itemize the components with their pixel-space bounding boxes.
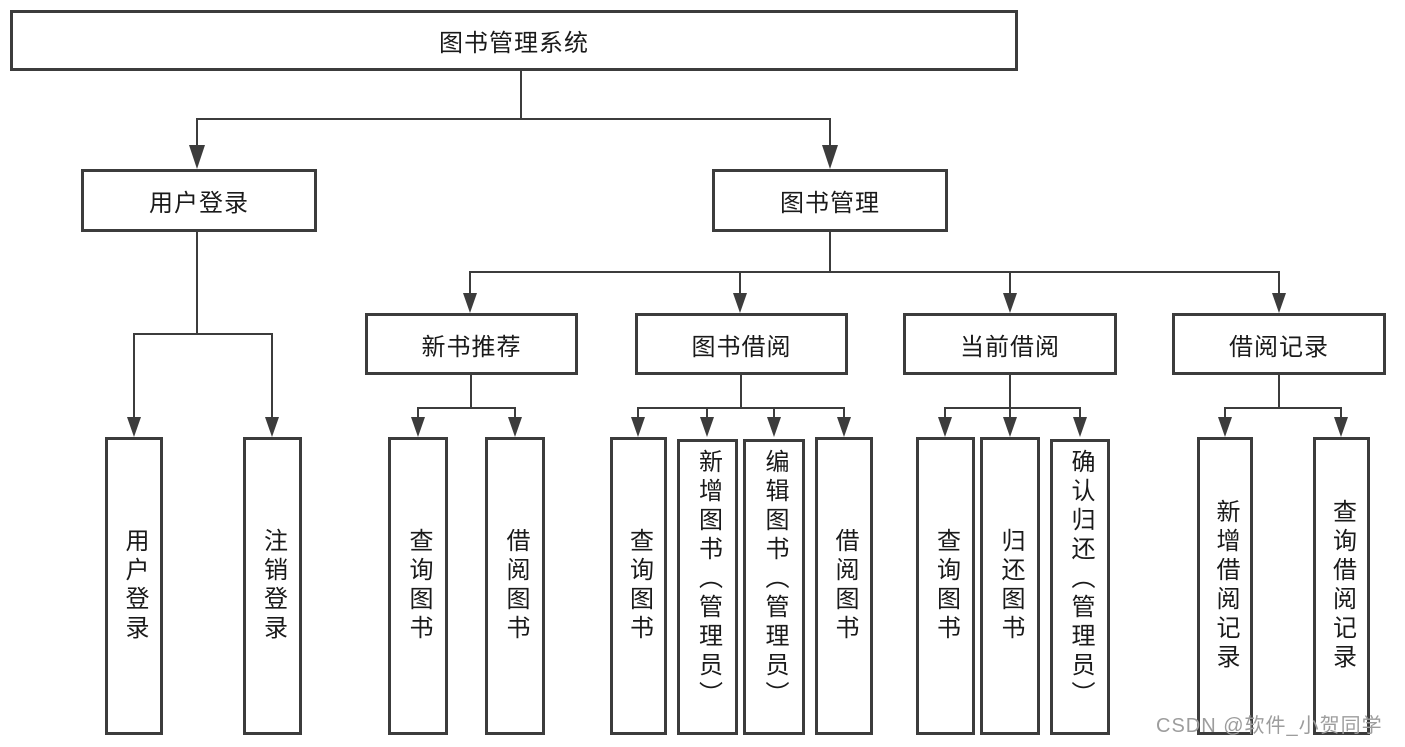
connector (514, 407, 516, 419)
leaf-label: 查询图书 (625, 528, 653, 644)
node-library-system: 图书管理系统 (10, 10, 1018, 71)
leaf-label: 编辑图书（管理员） (761, 449, 788, 710)
connector (1224, 407, 1226, 419)
watermark: CSDN @软件_小贺同学 (1156, 715, 1383, 737)
node-user-login: 用户登录 (81, 169, 317, 232)
leaf-confirm-return-admin: 确认归还（管理员） (1050, 439, 1110, 735)
connector (469, 271, 471, 293)
leaf-query-books-borrowing: 查询图书 (610, 437, 667, 735)
leaf-borrow-books-recommend: 借阅图书 (485, 437, 545, 735)
connector (739, 271, 741, 293)
node-label: 当前借阅 (960, 333, 1060, 361)
leaf-user-login: 用户登录 (105, 437, 163, 735)
connector (637, 407, 845, 409)
connector (1009, 407, 1011, 419)
connector (1278, 271, 1280, 293)
leaf-edit-books-admin: 编辑图书（管理员） (743, 439, 805, 735)
leaf-query-books-current: 查询图书 (916, 437, 975, 735)
node-label: 图书借阅 (691, 333, 792, 361)
connector (417, 407, 516, 409)
arrowhead (631, 417, 645, 437)
connector (1009, 374, 1011, 407)
connector (706, 407, 708, 419)
arrowhead (938, 417, 952, 437)
connector (637, 407, 639, 419)
arrowhead (265, 417, 279, 437)
connector (271, 333, 273, 417)
node-borrowing-records: 借阅记录 (1172, 313, 1386, 375)
leaf-label: 确认归还（管理员） (1067, 449, 1094, 710)
node-label: 新书推荐 (421, 333, 522, 361)
connector (1224, 407, 1342, 409)
leaf-label: 注销登录 (259, 528, 287, 644)
leaf-label: 借阅图书 (502, 528, 529, 644)
node-label: 用户登录 (149, 190, 249, 217)
arrowhead (127, 417, 141, 437)
connector (417, 407, 419, 419)
leaf-query-borrow-record: 查询借阅记录 (1313, 437, 1370, 735)
connector (1278, 374, 1280, 407)
arrowhead (1334, 417, 1348, 437)
leaf-label: 查询借阅记录 (1328, 499, 1356, 673)
leaf-label: 查询图书 (405, 528, 432, 644)
node-label: 图书管理系统 (439, 30, 589, 57)
leaf-return-books: 归还图书 (980, 437, 1040, 735)
connector (944, 407, 1081, 409)
arrowhead (463, 293, 477, 313)
connector (843, 407, 845, 419)
connector (470, 374, 472, 407)
connector (1009, 271, 1011, 293)
connector (196, 118, 198, 148)
connector (196, 118, 831, 120)
node-book-borrowing: 图书借阅 (635, 313, 848, 375)
connector (469, 271, 1280, 273)
connector (1340, 407, 1342, 419)
arrowhead (411, 417, 425, 437)
connector (133, 333, 135, 417)
arrowhead (1003, 293, 1017, 313)
arrowhead (1073, 417, 1087, 437)
arrowhead (1272, 293, 1286, 313)
leaf-query-books-recommend: 查询图书 (388, 437, 448, 735)
connector (773, 407, 775, 419)
node-new-book-recommendation: 新书推荐 (365, 313, 578, 375)
leaf-label: 新增借阅记录 (1212, 499, 1239, 673)
arrowhead (1003, 417, 1017, 437)
leaf-label: 归还图书 (997, 528, 1024, 644)
leaf-label: 新增图书（管理员） (694, 449, 722, 710)
node-current-borrowing: 当前借阅 (903, 313, 1117, 375)
connector (1079, 407, 1081, 419)
arrowhead (700, 417, 714, 437)
leaf-label: 查询图书 (932, 528, 960, 644)
arrowhead (837, 417, 851, 437)
arrowhead (733, 293, 747, 313)
connector (520, 71, 522, 118)
connector (829, 118, 831, 148)
arrowhead (822, 145, 838, 169)
leaf-label: 借阅图书 (831, 528, 858, 644)
connector (740, 374, 742, 407)
leaf-label: 用户登录 (121, 528, 148, 644)
arrowhead (189, 145, 205, 169)
leaf-logout-login: 注销登录 (243, 437, 302, 735)
arrowhead (508, 417, 522, 437)
node-book-management: 图书管理 (712, 169, 948, 232)
leaf-borrow-books-borrowing: 借阅图书 (815, 437, 873, 735)
connector (133, 333, 273, 335)
leaf-add-borrow-record: 新增借阅记录 (1197, 437, 1253, 735)
connector (829, 231, 831, 271)
connector (944, 407, 946, 419)
arrowhead (1218, 417, 1232, 437)
node-label: 图书管理 (780, 190, 880, 217)
leaf-add-books-admin: 新增图书（管理员） (677, 439, 738, 735)
arrowhead (767, 417, 781, 437)
node-label: 借阅记录 (1229, 333, 1329, 361)
connector (196, 231, 198, 333)
